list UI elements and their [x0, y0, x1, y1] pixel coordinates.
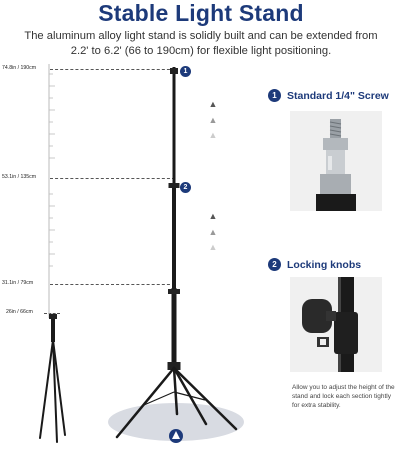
knob-mid — [168, 183, 180, 188]
page-title: Stable Light Stand — [98, 0, 304, 26]
feature-knob-label: 2 Locking knobs — [268, 258, 361, 271]
height-label-min: 26in / 66cm — [6, 309, 33, 315]
screw-icon — [290, 111, 382, 211]
height-label-low: 31.1in / 79cm — [2, 280, 34, 286]
feature-screw-text: Standard 1/4" Screw — [287, 90, 389, 102]
mini-pole — [51, 317, 55, 342]
feature-caption: Allow you to adjust the height of the st… — [292, 384, 395, 409]
top-mount — [170, 68, 178, 74]
mini-top — [49, 314, 57, 319]
height-line-mid — [50, 178, 175, 179]
leg-braces — [143, 391, 206, 406]
knob-photo — [290, 277, 382, 372]
marker-two: 2 — [180, 182, 191, 193]
pole-top-section — [172, 67, 176, 187]
knob-low — [168, 289, 180, 294]
pole-middle-section — [172, 185, 176, 290]
arrow-up-icon: ▲ — [208, 130, 218, 140]
height-ruler — [48, 64, 56, 318]
feature-knob-text: Locking knobs — [287, 259, 362, 271]
feature-number-one: 1 — [268, 89, 281, 102]
height-line-low — [50, 284, 175, 285]
arrow-up-icon: ▲ — [208, 211, 218, 221]
height-line-min — [44, 313, 60, 314]
feature-number-two: 2 — [268, 258, 281, 271]
screw-photo — [290, 111, 382, 211]
ruler-ticks — [48, 64, 55, 318]
knob-icon — [290, 277, 382, 372]
pole-bottom-section — [171, 288, 177, 368]
leg-hub — [167, 362, 181, 370]
logo-triangle — [172, 431, 180, 439]
height-label-max: 74.8in / 190cm — [2, 65, 37, 71]
arrow-up-icon: ▲ — [208, 99, 218, 109]
mini-legs — [39, 339, 66, 443]
marker-one: 1 — [180, 66, 191, 77]
arrow-up-icon: ▲ — [208, 242, 218, 252]
feature-screw-label: 1 Standard 1/4" Screw — [268, 89, 389, 102]
height-line-max — [50, 69, 175, 70]
page-subtitle: The aluminum alloy light stand is solidl… — [24, 30, 378, 57]
height-label-mid: 53.1in / 135cm — [2, 174, 37, 180]
arrow-up-icon: ▲ — [208, 227, 218, 237]
arrow-up-icon: ▲ — [208, 115, 218, 125]
floor-shadow — [108, 403, 244, 441]
